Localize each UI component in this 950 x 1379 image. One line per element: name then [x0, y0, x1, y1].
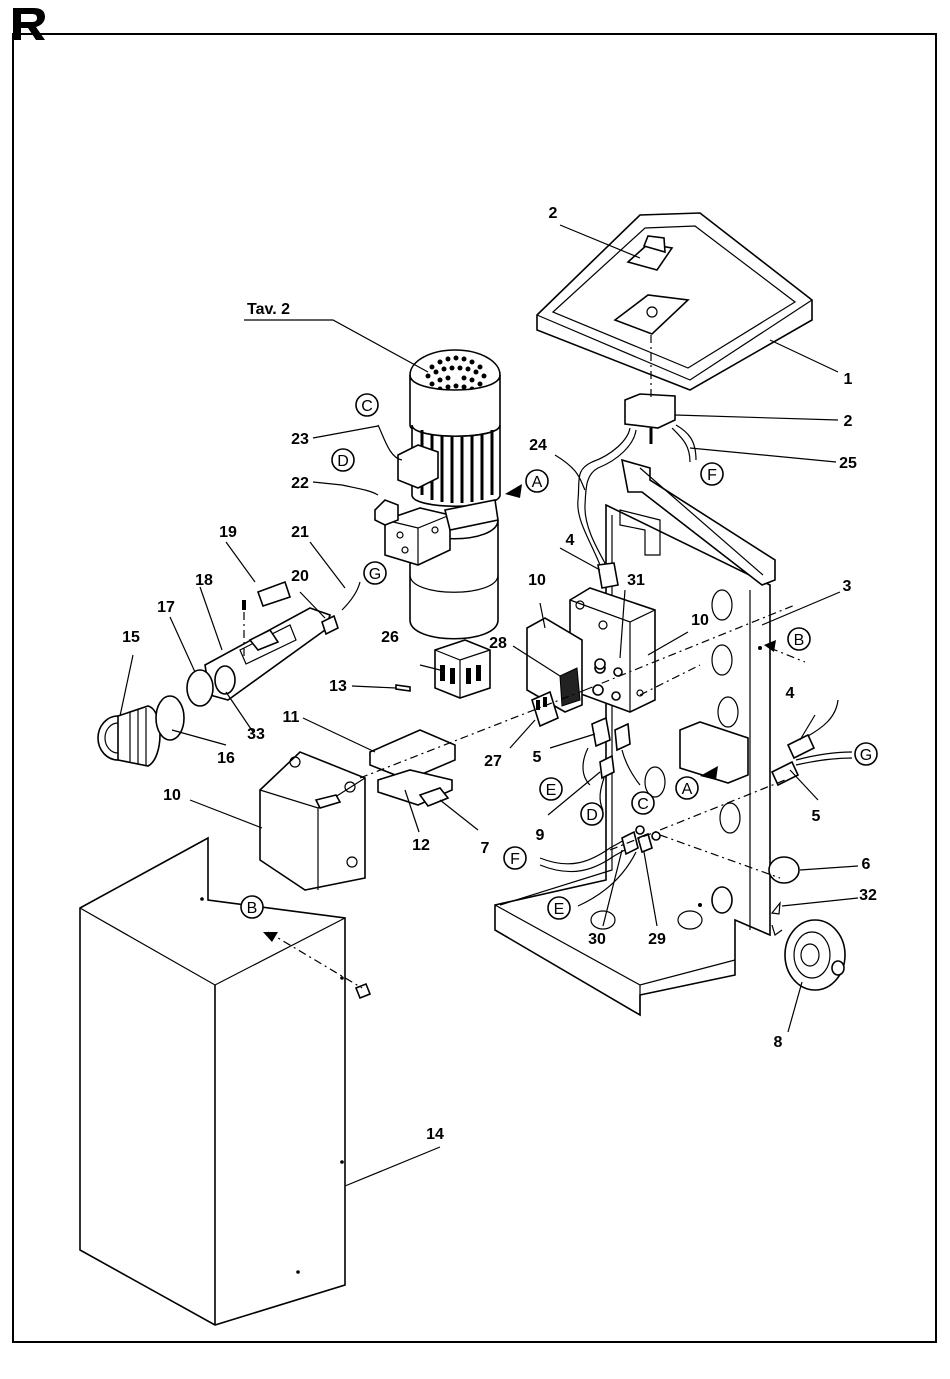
connector-b-upper: B — [794, 632, 805, 649]
part-27: 27 — [484, 753, 502, 770]
part-2-side: 2 — [844, 413, 853, 430]
o-ring — [769, 857, 799, 883]
connector-c-lower: C — [637, 796, 649, 813]
hose-d — [600, 778, 604, 810]
ring-33 — [215, 666, 235, 694]
pipe-25-b — [676, 425, 696, 460]
part-24: 24 — [529, 437, 547, 454]
grommet — [712, 887, 732, 913]
axis-a — [360, 690, 585, 778]
part-23: 23 — [291, 431, 309, 448]
washer-1 — [636, 826, 644, 834]
screw-b-lower — [356, 984, 370, 998]
wheel — [772, 920, 845, 990]
connector-b-lower: B — [247, 900, 258, 917]
screw-13 — [396, 685, 410, 691]
part-30: 30 — [588, 931, 606, 948]
part-11: 11 — [283, 709, 300, 726]
fitting-5-right — [772, 762, 798, 785]
part-2-top: 2 — [549, 205, 558, 222]
pipe-22 — [342, 485, 378, 495]
connector-a-lower: A — [682, 781, 693, 798]
part-7: 7 — [481, 840, 490, 857]
part-26: 26 — [381, 629, 399, 646]
part-10-box: 10 — [163, 787, 181, 804]
part-17: 17 — [157, 599, 175, 616]
connector-g-left: G — [369, 566, 381, 583]
connector-g-right: G — [860, 747, 872, 764]
part-5-center: 5 — [533, 749, 542, 766]
part-25: 25 — [839, 455, 857, 472]
side-cover-14 — [80, 838, 345, 1325]
lens-16 — [156, 696, 184, 740]
part-3: 3 — [843, 578, 852, 595]
transformer-26 — [435, 640, 490, 698]
part-6: 6 — [862, 856, 871, 873]
connector-f-lower: F — [510, 851, 520, 868]
lid-cover — [537, 213, 812, 390]
part-13: 13 — [329, 678, 347, 695]
part-4-right: 4 — [786, 685, 795, 702]
part-19: 19 — [219, 524, 237, 541]
gear-17 — [187, 670, 213, 706]
fitting-4-top — [598, 563, 618, 588]
part-5-right: 5 — [812, 808, 821, 825]
part-15: 15 — [122, 629, 140, 646]
reference-label: Tav. 2 — [247, 301, 290, 318]
part-29: 29 — [648, 931, 666, 948]
part-32: 32 — [859, 887, 877, 904]
hose-e — [583, 748, 590, 785]
motor-pump-unit — [375, 350, 500, 639]
part-10-gasket: 10 — [528, 572, 546, 589]
washer-2 — [652, 832, 660, 840]
part-18: 18 — [195, 572, 213, 589]
mounting-plate — [370, 730, 455, 806]
part-31: 31 — [627, 572, 645, 589]
connector-c-upper: C — [361, 398, 373, 415]
fitting-5-center — [592, 718, 610, 746]
knob-15 — [98, 706, 160, 766]
fitting-31 — [595, 659, 605, 669]
part-28: 28 — [489, 635, 507, 652]
connector-d-upper: D — [337, 453, 349, 470]
part-9: 9 — [536, 827, 545, 844]
part-12: 12 — [412, 837, 430, 854]
connector-e-center: E — [546, 782, 557, 799]
part-22: 22 — [291, 475, 309, 492]
part-1: 1 — [844, 371, 853, 388]
part-16: 16 — [217, 750, 235, 767]
pipe-21 — [342, 582, 360, 610]
connector-f-upper: F — [707, 467, 717, 484]
split-pin — [772, 903, 780, 914]
arrow-a-upper — [505, 484, 522, 498]
part-4-top: 4 — [566, 532, 575, 549]
electrical-box — [260, 752, 365, 890]
hose-4-right — [808, 700, 838, 736]
brand-logo — [13, 8, 45, 40]
part-20: 20 — [291, 568, 309, 585]
part-8: 8 — [774, 1034, 783, 1051]
connector-a-upper: A — [532, 474, 543, 491]
hose-g-right-b — [796, 758, 852, 765]
part-21: 21 — [291, 524, 309, 541]
connector-d-lower: D — [586, 807, 598, 824]
part-33: 33 — [247, 726, 265, 743]
connector-e-lower: E — [554, 901, 565, 918]
part-10-valve: 10 — [691, 612, 709, 629]
part-14: 14 — [426, 1126, 444, 1143]
